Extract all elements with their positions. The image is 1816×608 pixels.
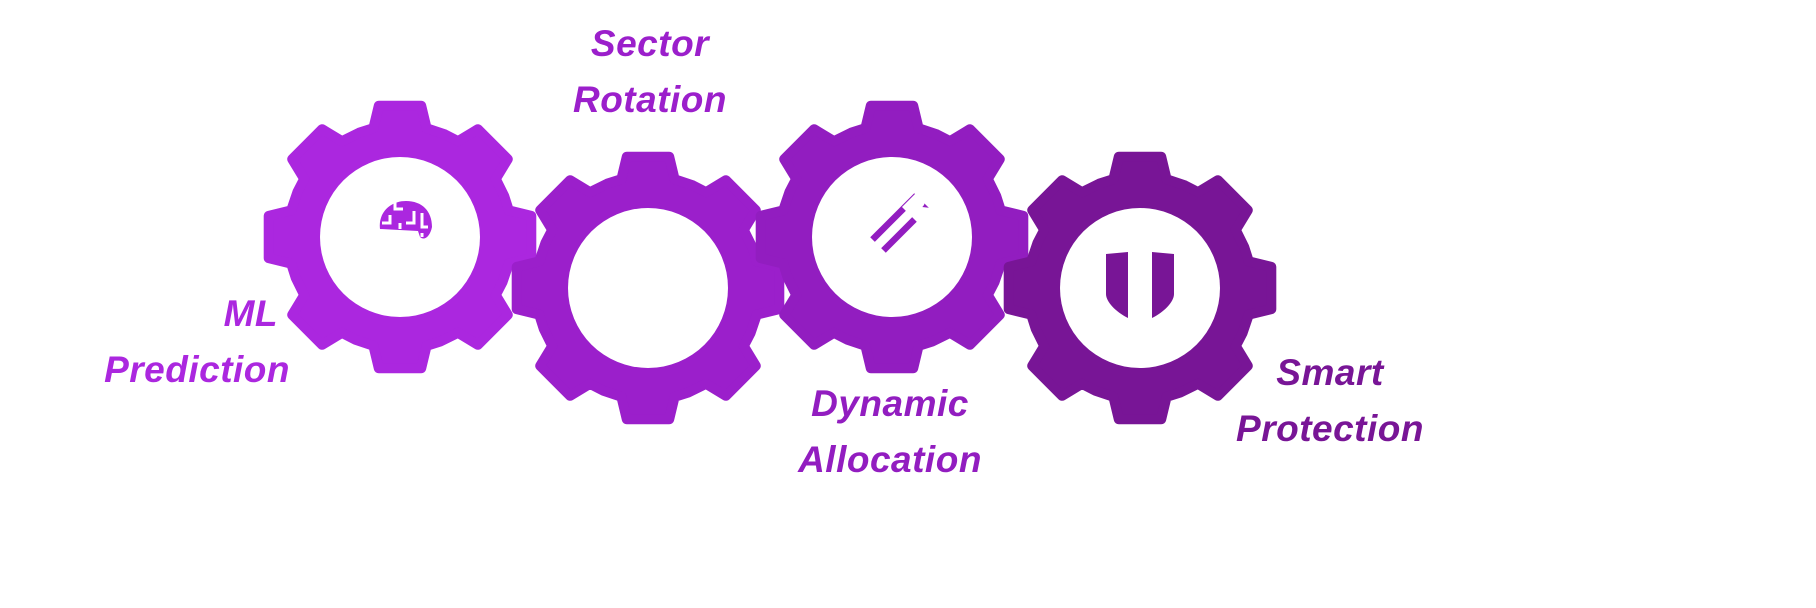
label-line: ML <box>223 293 278 334</box>
shield-icon <box>1096 240 1182 332</box>
label-dynamic-allocation: Dynamic Allocation <box>750 376 1030 488</box>
label-line: Smart <box>1276 352 1384 393</box>
gear-hole <box>568 208 728 368</box>
target-arrow-icon <box>833 178 951 296</box>
label-line: Allocation <box>798 439 982 480</box>
label-line: Sector <box>590 23 710 64</box>
label-smart-protection: Smart Protection <box>1190 345 1470 457</box>
label-ml-prediction: ML Prediction <box>60 286 290 398</box>
label-line: Prediction <box>104 349 290 390</box>
label-line: Rotation <box>572 79 728 120</box>
label-line: Protection <box>1236 408 1424 449</box>
label-sector-rotation: Sector Rotation <box>520 16 780 128</box>
gear-sector-rotation <box>511 151 785 425</box>
label-line: Dynamic <box>811 383 969 424</box>
rotate-arrows-icon <box>602 231 694 345</box>
brain-head-icon <box>362 193 440 283</box>
